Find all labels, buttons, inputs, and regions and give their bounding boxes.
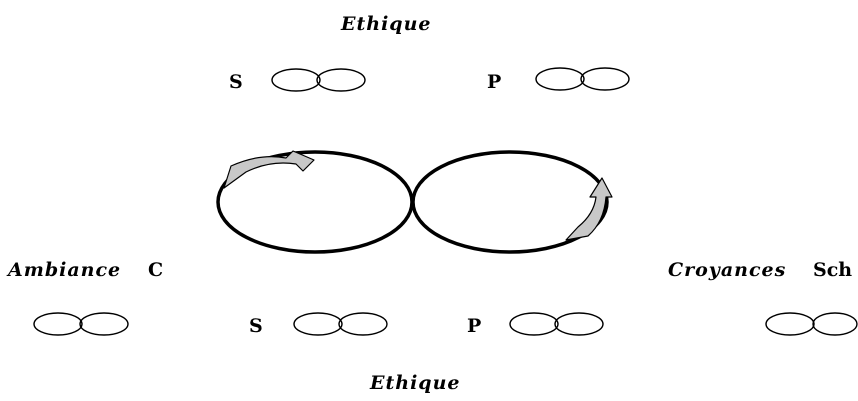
pair-bottom-ambiance <box>33 312 129 336</box>
pair-top-s <box>271 68 366 92</box>
label-ambiance: Ambiance <box>8 259 122 281</box>
label-c: C <box>148 259 164 281</box>
label-croyances: Croyances <box>668 259 787 281</box>
pair-bottom-p <box>509 312 604 336</box>
label-s-bottom: S <box>249 315 263 337</box>
figure-eight-loop <box>216 150 609 254</box>
label-p-top: P <box>487 71 502 93</box>
pair-bottom-croyances <box>765 312 858 336</box>
label-sch: Sch <box>813 259 853 281</box>
curved-arrow-bottom-right <box>565 177 613 241</box>
label-ethique-bottom: Ethique <box>370 372 461 394</box>
loop-right-ellipse <box>411 150 609 254</box>
pair-bottom-s <box>293 312 388 336</box>
label-p-bottom: P <box>467 315 482 337</box>
label-s-top: S <box>229 71 243 93</box>
curved-arrow-top-left <box>223 150 315 189</box>
label-ethique-top: Ethique <box>341 13 432 35</box>
pair-top-p <box>535 67 630 91</box>
